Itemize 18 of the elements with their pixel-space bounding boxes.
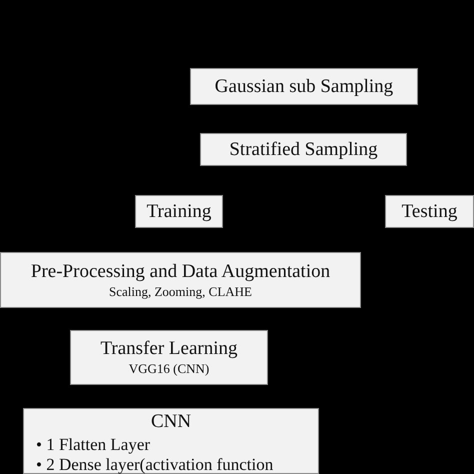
box-title: Stratified Sampling [228,138,379,160]
process-box [190,68,418,105]
box-subtitle: VGG16 (CNN) [128,360,210,377]
process-box [200,133,407,166]
process-box [23,408,319,474]
box-title: Testing [400,200,458,222]
box-title: Training [146,200,212,222]
process-box [385,195,474,228]
box-title: Gaussian sub Sampling [214,76,394,98]
box-title: CNN [150,411,192,433]
bullet-item: • 1 Flatten Layer [36,435,152,455]
box-title: Pre-Processing and Data Augmentation [30,260,332,282]
process-box [70,330,268,385]
bullet-item: • 2 Dense layer(activation function [36,455,274,474]
box-title: Transfer Learning [99,338,238,360]
process-box [135,195,223,228]
process-box [0,252,361,308]
box-subtitle: Scaling, Zooming, CLAHE [108,282,253,300]
